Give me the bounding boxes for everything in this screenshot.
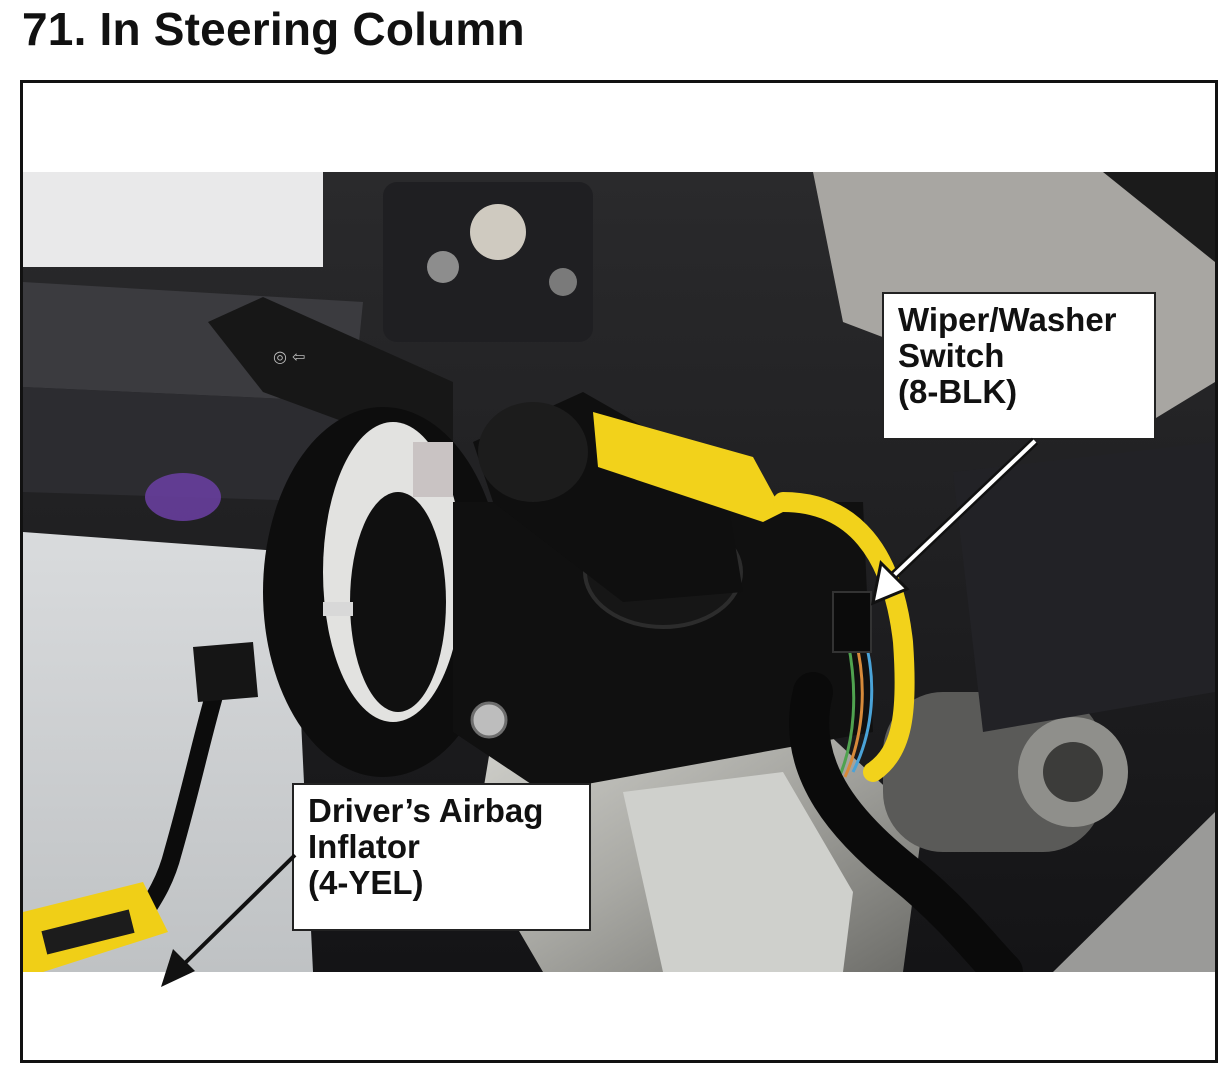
svg-text:◎ ⇦: ◎ ⇦ [273, 347, 305, 366]
callout-airbag-line-2: Inflator [308, 828, 420, 865]
callout-wiper-line-2: Switch [898, 337, 1005, 374]
figure-frame: ◎ ⇦ Wiper/Washer Sw [20, 80, 1218, 1063]
page-title: 71. In Steering Column [22, 3, 525, 55]
callout-wiper-line-3: (8-BLK) [898, 373, 1018, 410]
callout-airbag-line-1: Driver’s Airbag [308, 792, 544, 829]
callout-airbag-line-3: (4-YEL) [308, 864, 424, 901]
callout-wiper-washer-switch: Wiper/Washer Switch (8-BLK) [882, 292, 1156, 440]
callout-wiper-line-1: Wiper/Washer [898, 301, 1117, 338]
callout-drivers-airbag-inflator: Driver’s Airbag Inflator (4-YEL) [292, 783, 591, 931]
